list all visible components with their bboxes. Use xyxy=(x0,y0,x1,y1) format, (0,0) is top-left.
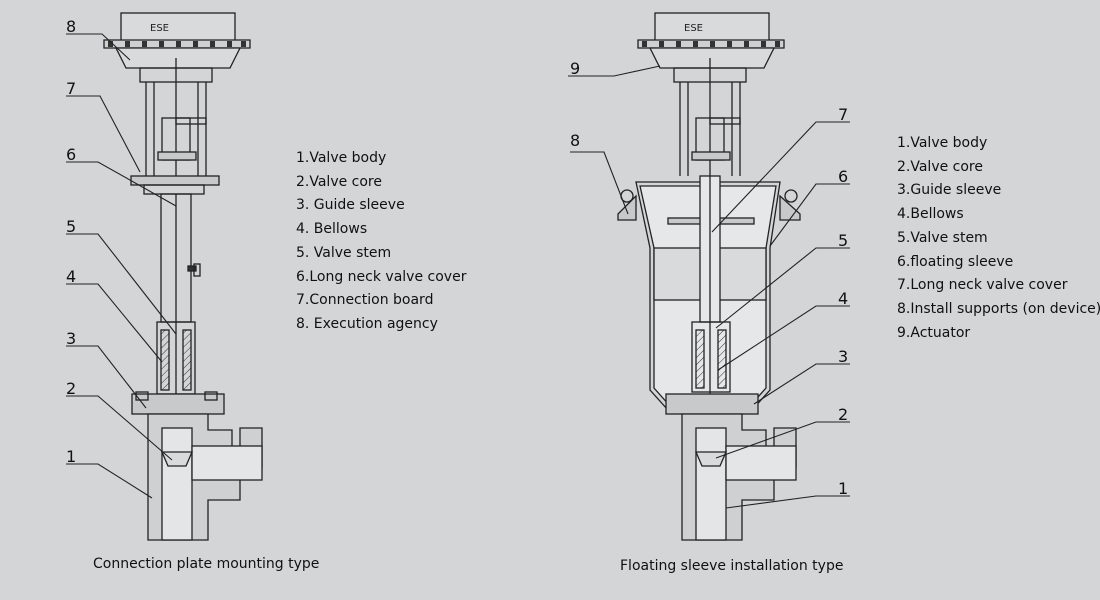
legend-item: 9.Actuator xyxy=(897,324,971,341)
callout-number: 9 xyxy=(570,59,580,78)
right-callouts xyxy=(568,65,850,509)
callout-number: 1 xyxy=(66,447,76,466)
left-valve-core xyxy=(161,451,193,467)
right-caption: Floating sleeve installation type xyxy=(620,558,844,574)
legend-item: 1.Valve body xyxy=(296,150,387,166)
callout-number: 8 xyxy=(66,17,76,36)
callout-number: 4 xyxy=(838,289,848,308)
callout-number: 7 xyxy=(66,79,76,98)
callout-number: 2 xyxy=(838,405,848,424)
legend-item: 5.Valve stem xyxy=(897,229,988,246)
left-connection-board xyxy=(130,175,220,186)
left-valve-drawing: ESE xyxy=(103,12,263,541)
legend-item: 2.Valve core xyxy=(897,158,983,175)
callout-number: 6 xyxy=(838,167,848,186)
left-actuator: ESE xyxy=(103,12,251,176)
callout-number: 2 xyxy=(66,379,76,398)
legend-item: 4. Bellows xyxy=(296,221,368,238)
callout-number: 5 xyxy=(66,217,76,236)
callout-number: 5 xyxy=(838,231,848,250)
legend-item: 7.Long neck valve cover xyxy=(897,277,1068,294)
callout-number: 8 xyxy=(570,131,580,150)
callout-number: 3 xyxy=(66,329,76,348)
legend-item: 3.Guide sleeve xyxy=(897,182,1002,199)
callout-number: 3 xyxy=(838,347,848,366)
legend-item: 5. Valve stem xyxy=(296,244,392,261)
callout-number: 4 xyxy=(66,267,76,286)
legend-item: 6.Long neck valve cover xyxy=(296,268,467,285)
left-callouts xyxy=(66,33,177,499)
callout-number: 7 xyxy=(838,105,848,124)
legend-item: 6.floating sleeve xyxy=(897,253,1014,270)
right-actuator: ESE xyxy=(637,12,785,176)
left-bellows xyxy=(160,329,170,391)
callout-number: 6 xyxy=(66,145,76,164)
right-callout-numbers: 9 8 7 6 5 4 3 2 1 xyxy=(570,59,848,498)
left-caption: Connection plate mounting type xyxy=(93,556,320,572)
right-legend: 1.Valve body 2.Valve core 3.Guide sleeve… xyxy=(897,132,1100,345)
right-install-support xyxy=(617,194,637,221)
left-legend: 1.Valve body 2.Valve core 3. Guide sleev… xyxy=(296,147,466,337)
legend-item: 8.Install supports (on device) xyxy=(897,300,1100,317)
actuator-logo: ESE xyxy=(684,23,703,34)
legend-item: 4.Bellows xyxy=(897,206,964,223)
legend-item: 8. Execution agency xyxy=(296,315,438,332)
legend-item: 1.Valve body xyxy=(897,135,988,151)
actuator-logo: ESE xyxy=(150,23,169,34)
legend-item: 7.Connection board xyxy=(296,292,434,309)
left-callout-numbers: 8 7 6 5 4 3 2 1 xyxy=(66,17,76,466)
left-actuator-bolts xyxy=(108,41,246,47)
legend-item: 2.Valve core xyxy=(296,173,382,190)
right-valve-drawing: ESE xyxy=(617,12,801,541)
legend-item: 3. Guide sleeve xyxy=(296,197,405,214)
callout-number: 1 xyxy=(838,479,848,498)
right-valve-core xyxy=(695,451,727,467)
